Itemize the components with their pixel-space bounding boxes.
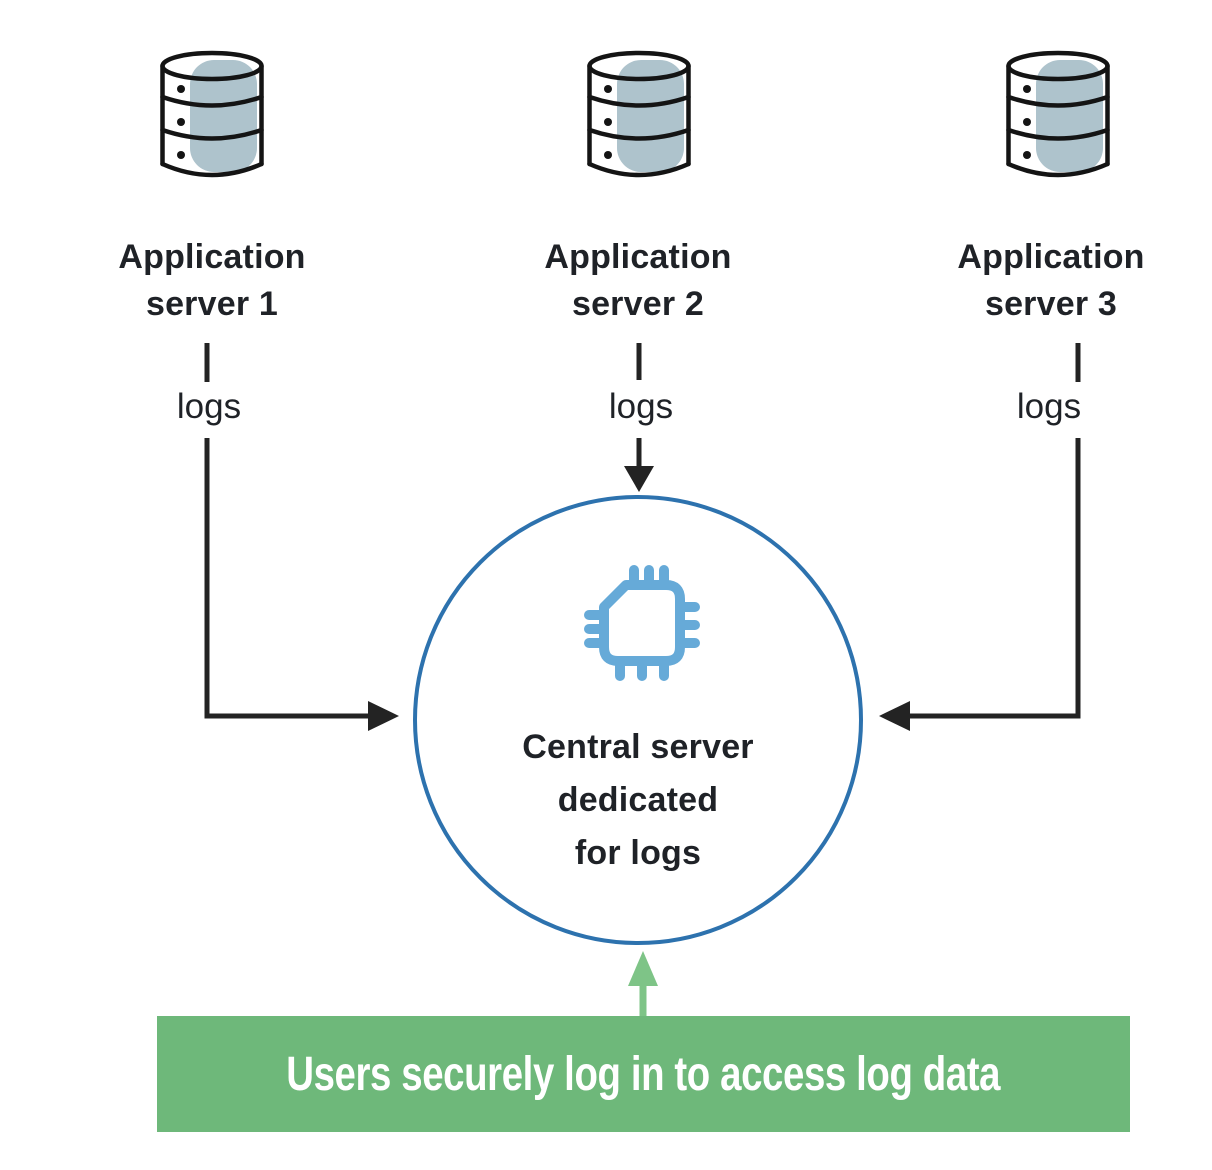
arrowhead-down-icon <box>624 466 654 492</box>
arrowhead-left-icon <box>879 701 910 731</box>
database-icon <box>1006 50 1110 178</box>
logs-label-2: logs <box>608 387 674 426</box>
arrowhead-up-icon <box>628 951 658 986</box>
server-label-2: Application server 2 <box>544 238 732 323</box>
database-icon <box>587 50 691 178</box>
central-server-circle: Central server dedicated for logs <box>413 495 863 945</box>
logs-label-1: logs <box>176 387 242 426</box>
server-label-3: Application server 3 <box>957 238 1145 323</box>
arrowhead-right-icon <box>368 701 399 731</box>
connector-server3-to-central <box>879 343 1081 731</box>
cpu-chip-icon <box>584 565 700 681</box>
connector-line <box>204 343 370 719</box>
connector-line <box>908 343 1081 719</box>
users-banner: Users securely log in to access log data <box>157 1016 1130 1132</box>
logs-label-3: logs <box>1016 387 1082 426</box>
database-icon <box>160 50 264 178</box>
connector-server1-to-central <box>204 343 399 731</box>
users-banner-text: Users securely log in to access log data <box>286 1047 1001 1101</box>
connector-server2-to-central <box>624 343 654 492</box>
central-server-label: Central server dedicated for logs <box>522 728 754 872</box>
server-label-1: Application server 1 <box>118 238 306 323</box>
users-access-arrow <box>628 951 658 1016</box>
